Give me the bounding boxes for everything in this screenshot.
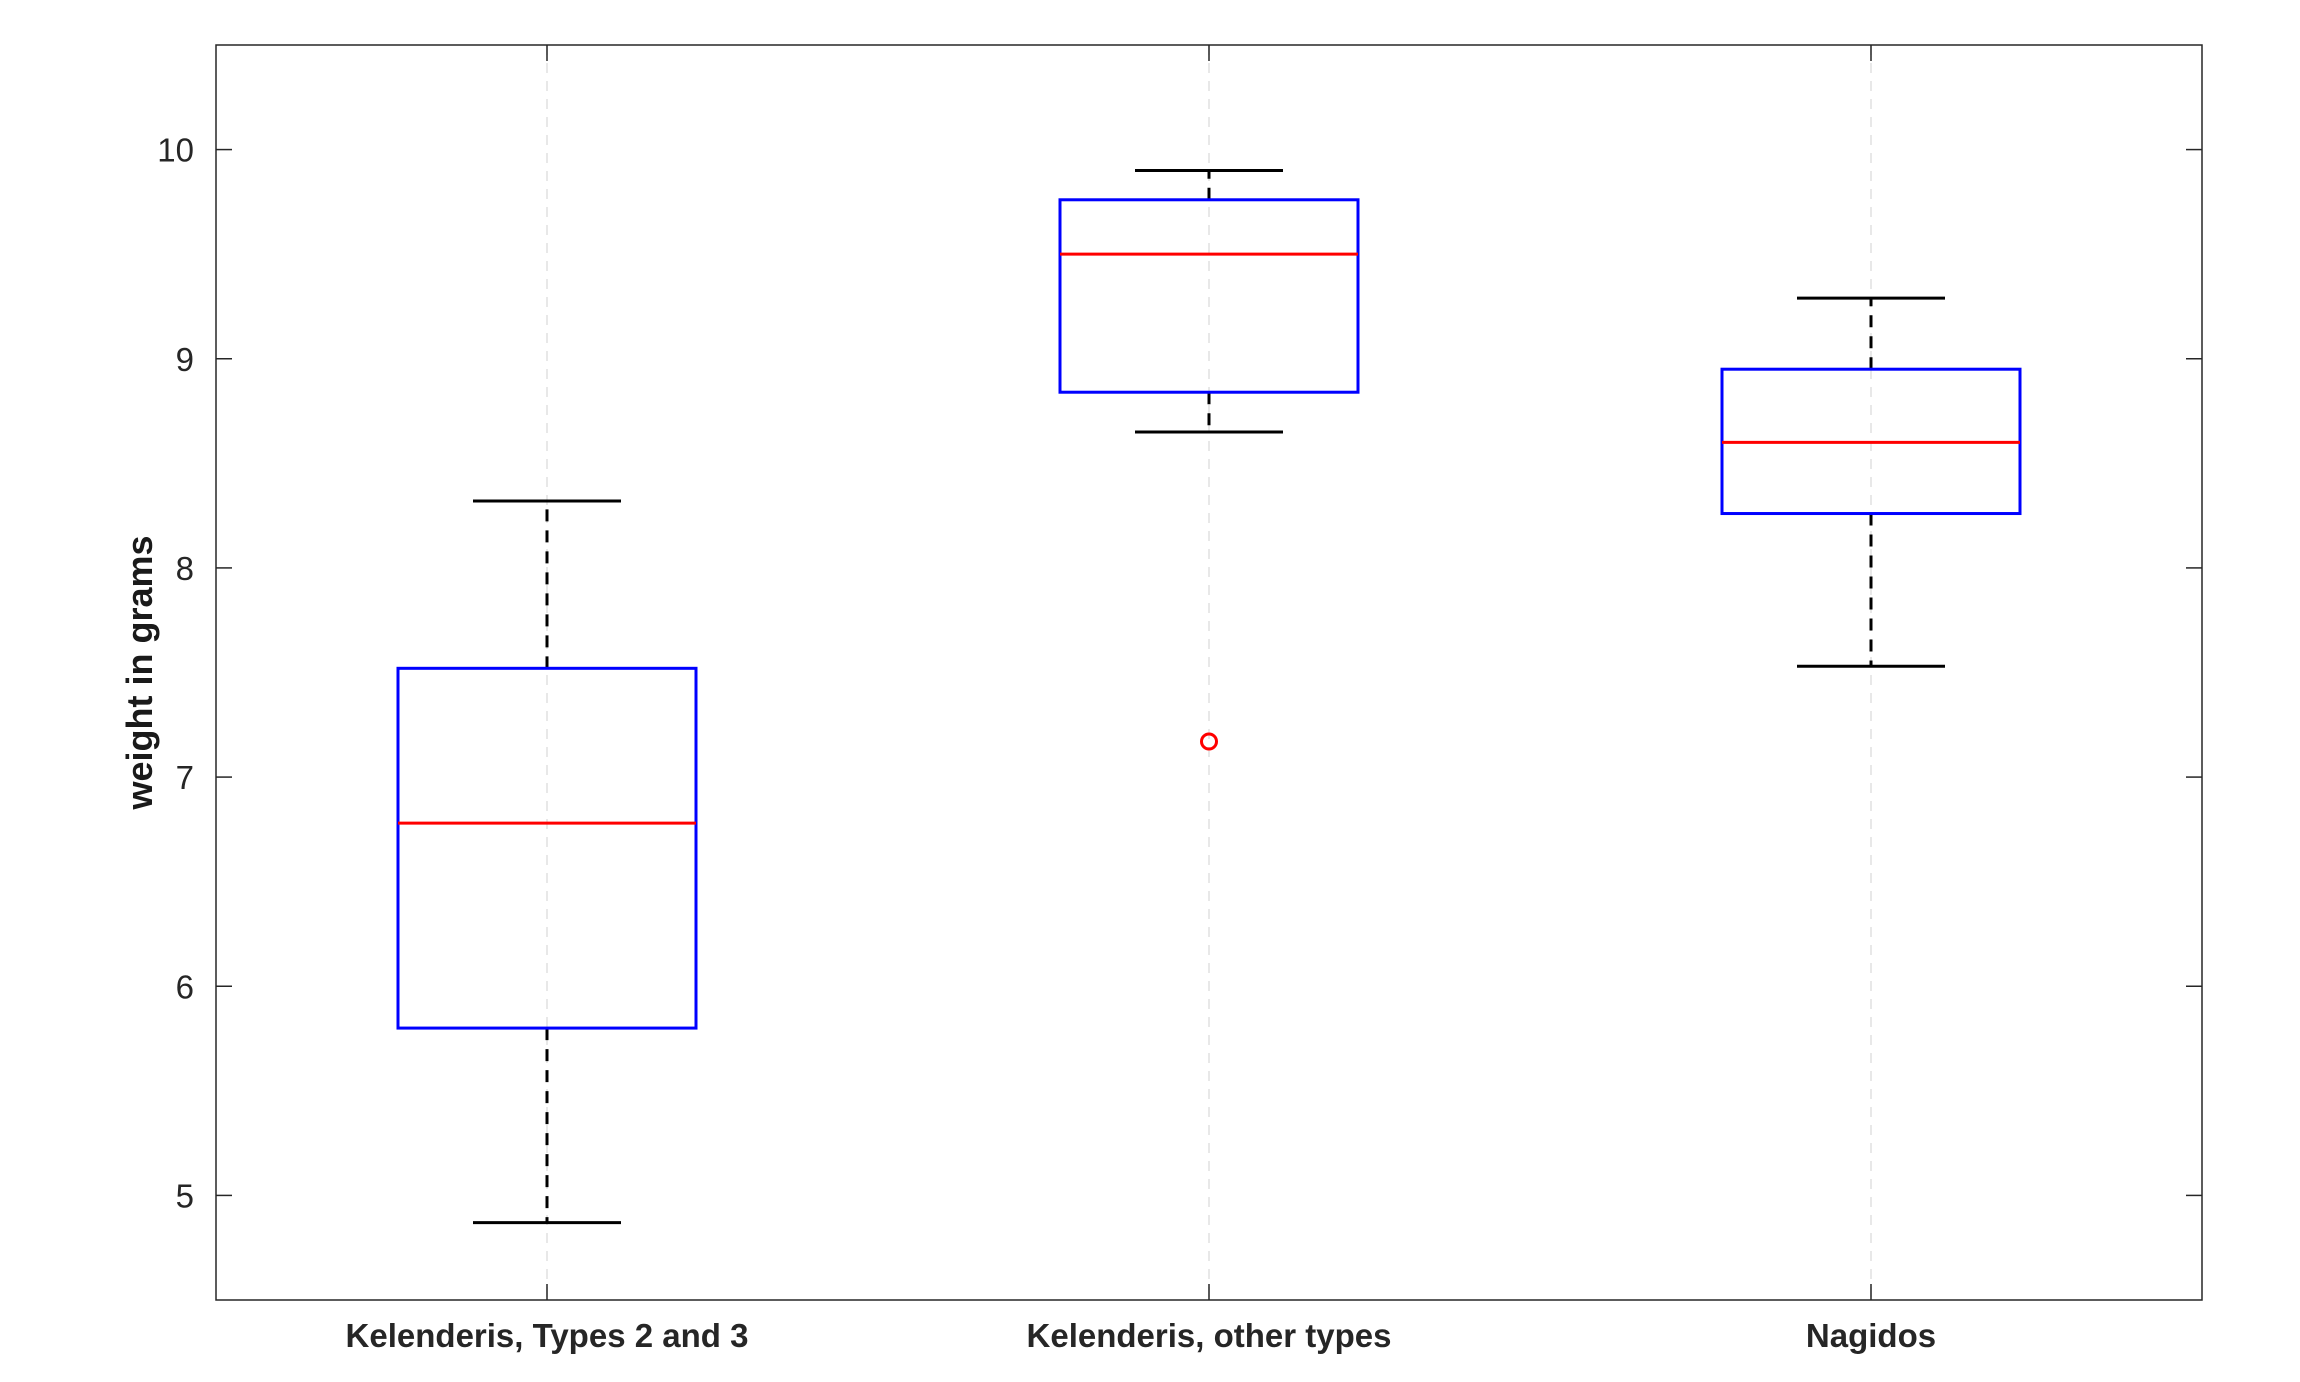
- box-group: [1720, 296, 2022, 668]
- boxes: [396, 169, 2022, 1225]
- x-category-label: Nagidos: [1806, 1317, 1936, 1354]
- iqr-box: [396, 666, 698, 1030]
- iqr-box: [1058, 198, 1360, 394]
- box-group: [1058, 169, 1360, 751]
- y-axis-title: weight in grams: [119, 535, 160, 810]
- y-tick-label: 5: [176, 1177, 194, 1214]
- y-tick-label: 8: [176, 550, 194, 587]
- y-tick-labels: 5 6 7 8 9 10: [157, 132, 194, 1215]
- ticks: [216, 45, 2202, 1300]
- y-tick-label: 9: [176, 341, 194, 378]
- grid-lines: [546, 45, 1872, 1300]
- y-tick-label: 7: [176, 759, 194, 796]
- y-tick-label: 6: [176, 968, 194, 1005]
- x-category-label: Kelenderis, Types 2 and 3: [346, 1317, 749, 1354]
- x-tick-labels: Kelenderis, Types 2 and 3 Kelenderis, oth…: [346, 1317, 1937, 1354]
- outlier-point: [1200, 732, 1218, 751]
- x-category-label: Kelenderis, other types: [1027, 1317, 1392, 1354]
- box-group: [396, 499, 698, 1225]
- y-tick-label: 10: [157, 132, 194, 169]
